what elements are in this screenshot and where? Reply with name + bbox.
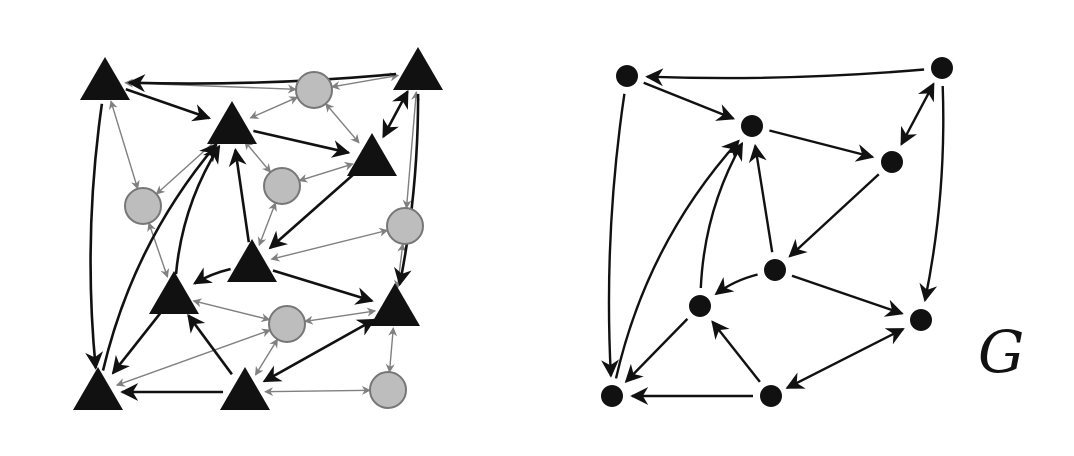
observed-edge [394, 93, 420, 287]
right-edge [769, 129, 875, 162]
right-node [764, 259, 786, 281]
observed-edge [174, 144, 221, 275]
observed-edge [85, 103, 104, 370]
latent-edge [298, 162, 354, 183]
latent-node-circle [369, 371, 407, 409]
right-node [741, 115, 763, 137]
graph-label: G [978, 318, 1025, 386]
right-edge [624, 318, 689, 383]
latent-edge [325, 103, 360, 144]
observed-edge [262, 318, 376, 383]
latent-edge [303, 307, 377, 325]
observed-node-triangle [207, 101, 257, 144]
right-node [689, 295, 711, 317]
right-edge [714, 273, 758, 296]
right-node [931, 57, 953, 79]
observed-edge [382, 89, 409, 139]
right-node [760, 385, 782, 407]
latent-edge [192, 298, 271, 323]
latent-node-circle [263, 167, 301, 205]
right-edge [791, 274, 904, 317]
latent-edge [385, 327, 398, 373]
latent-node-circle [124, 187, 162, 225]
observed-node-triangle [347, 133, 397, 176]
right-edge [788, 173, 880, 258]
latent-edge [330, 72, 400, 90]
right-edge [614, 139, 740, 379]
latent-edge [402, 91, 421, 209]
latent-nodes [124, 71, 424, 409]
observed-node-triangle [393, 47, 443, 90]
observed-node-triangle [73, 367, 123, 410]
latent-edge [264, 385, 371, 397]
observed-edges [85, 72, 420, 401]
right-edge [785, 327, 905, 389]
observed-node-triangle [220, 367, 270, 410]
observed-edge [192, 267, 231, 285]
right-edge [900, 82, 935, 146]
observed-edge [101, 142, 218, 371]
observed-edge [127, 72, 397, 93]
latent-node-circle [268, 305, 306, 343]
observed-edge [187, 313, 233, 376]
right-node [881, 151, 903, 173]
right-node [910, 309, 932, 331]
observed-node-triangle [370, 283, 420, 326]
observed-edge [253, 129, 351, 158]
latent-node-circle [386, 207, 424, 245]
latent-edge [244, 140, 272, 173]
right-nodes [601, 57, 953, 407]
latent-edge [108, 100, 140, 190]
right-edge [645, 68, 925, 87]
left-graph [73, 47, 443, 410]
right-node [616, 65, 638, 87]
latent-edges [108, 72, 421, 397]
right-node [601, 385, 623, 407]
latent-edge [249, 96, 299, 119]
observed-nodes [73, 47, 443, 410]
latent-edge [254, 338, 279, 376]
observed-edge [228, 148, 251, 243]
observed-edge [268, 171, 357, 250]
observed-node-triangle [227, 239, 277, 282]
right-edge [711, 320, 761, 383]
latent-edge [270, 227, 389, 262]
right-edge [643, 81, 736, 121]
observed-edge [125, 87, 212, 122]
latent-node-circle [295, 71, 333, 109]
latent-edge [147, 222, 170, 278]
right-edge [748, 143, 774, 253]
observed-node-triangle [80, 57, 130, 100]
right-edge [699, 141, 744, 289]
right-edge [919, 85, 945, 303]
right-edge [601, 93, 626, 378]
latent-edge [257, 201, 277, 247]
latent-edge [115, 328, 271, 387]
right-graph [601, 57, 953, 407]
observed-edge [272, 269, 374, 305]
observed-edge [111, 312, 162, 375]
right-edges [601, 68, 945, 405]
observed-node-triangle [149, 271, 199, 314]
